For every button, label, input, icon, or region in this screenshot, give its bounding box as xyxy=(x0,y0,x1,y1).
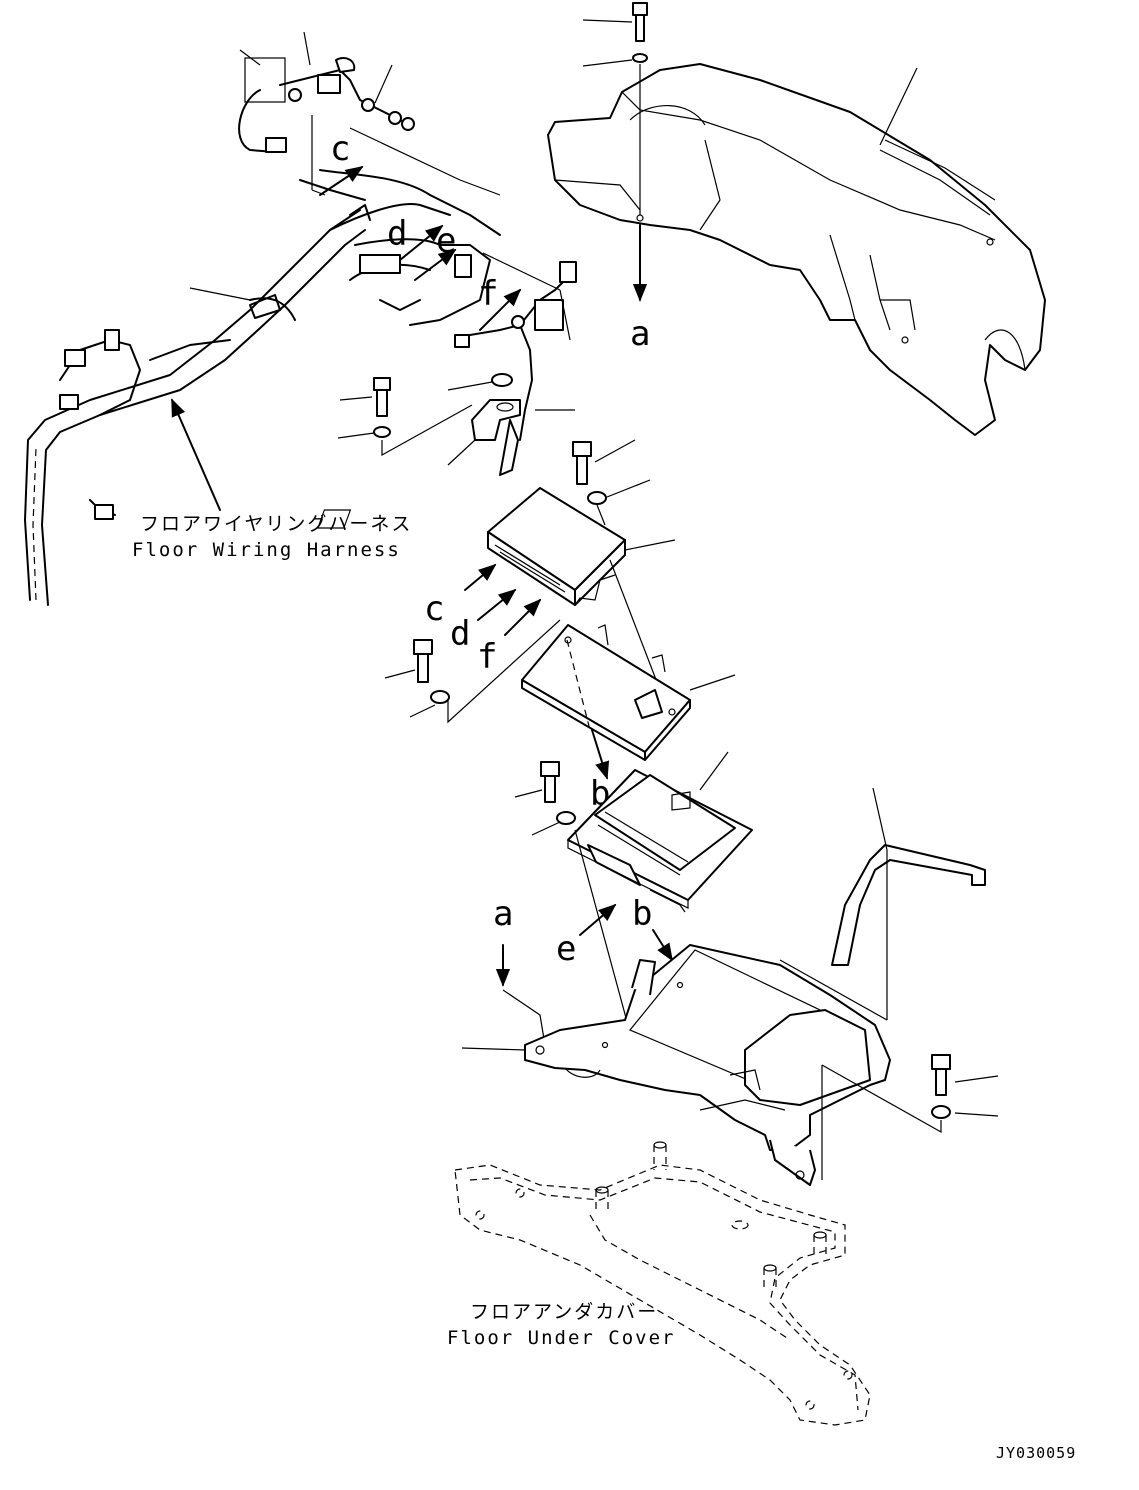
callout-e-upper: e xyxy=(436,221,456,261)
callout-f-upper: f xyxy=(478,274,498,314)
bolt-icon xyxy=(931,1054,951,1096)
callout-c-mid: c xyxy=(424,589,444,629)
controller-icon xyxy=(317,487,626,606)
wiring-harness-icon xyxy=(238,57,415,153)
base-plate-icon xyxy=(524,944,891,1186)
callout-b-lower: b xyxy=(632,894,652,934)
callout-d-mid: d xyxy=(450,614,470,654)
bolt-icon xyxy=(413,639,433,683)
bolt-icon xyxy=(540,761,560,803)
callout-e-lower: e xyxy=(556,929,576,969)
wiring-harness-icon xyxy=(24,169,501,606)
washer-icon xyxy=(632,53,648,63)
ecu-icon xyxy=(567,769,753,913)
bolt-icon xyxy=(632,2,648,42)
floor-under-cover-label-jp: フロアアンダカバー xyxy=(470,1301,658,1323)
floor-under-cover-label-en: Floor Under Cover xyxy=(447,1327,675,1349)
callout-a-lower: a xyxy=(493,894,513,934)
bracket-icon xyxy=(471,399,521,441)
washer-icon xyxy=(430,690,450,704)
washer-icon xyxy=(373,426,391,438)
drawing-code: JY030059 xyxy=(996,1444,1076,1462)
bracket-icon xyxy=(521,624,691,761)
floor-wiring-harness-label-jp: フロアワイヤリングハーネス xyxy=(140,513,412,535)
under-cover-frame-icon xyxy=(454,1141,871,1426)
floor-wiring-harness-label-en: Floor Wiring Harness xyxy=(132,539,401,561)
callout-f-mid: f xyxy=(477,637,497,677)
washer-icon xyxy=(587,491,607,505)
handle-icon xyxy=(831,844,986,966)
callout-a-upper: a xyxy=(630,314,650,354)
bolt-icon xyxy=(373,377,391,417)
washer-icon xyxy=(491,373,513,387)
washer-icon xyxy=(931,1105,951,1119)
console-cover-icon xyxy=(547,63,1046,436)
washer-icon xyxy=(556,811,576,825)
bolt-icon xyxy=(572,441,592,485)
callout-c-upper: c xyxy=(330,129,350,169)
wiring-harness-icon xyxy=(454,261,577,476)
callout-d-upper: d xyxy=(387,214,407,254)
